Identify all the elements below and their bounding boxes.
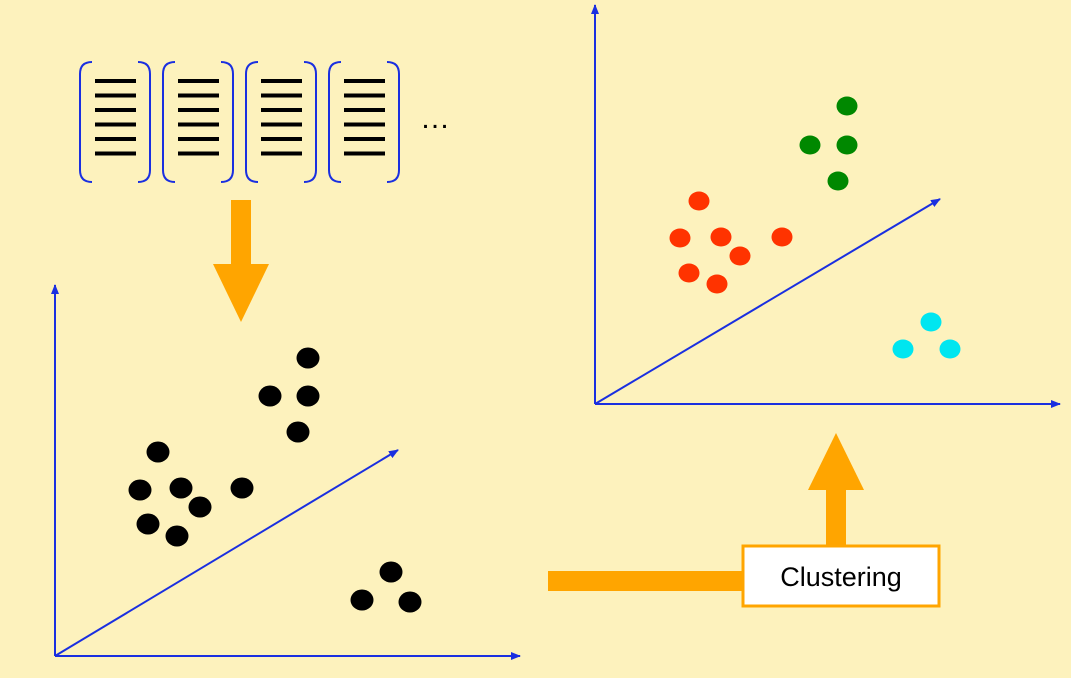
up-arrow-icon [808,433,864,546]
green-cluster-point [799,135,821,155]
document-stack [79,61,400,183]
document-icon [328,61,400,183]
cyan-cluster-point [892,339,914,359]
ellipsis-icon: … [420,102,450,135]
cyan-cluster-point [939,339,961,359]
unclustered-point [398,591,422,613]
unclustered-points [128,347,422,613]
red-cluster-point [706,274,728,294]
green-cluster-point [836,135,858,155]
unclustered-point [350,589,374,611]
unclustered-point [258,385,282,407]
unclustered-point [286,421,310,443]
green-cluster-point [836,96,858,116]
clustered-points [669,96,961,359]
clustering-label: Clustering [780,562,902,592]
process-bar [548,571,748,591]
cyan-cluster-point [920,312,942,332]
unclustered-point [296,385,320,407]
unclustered-point [379,561,403,583]
unclustered-point [128,479,152,501]
document-icon [79,61,151,183]
clustered-plot [591,4,1061,408]
unclustered-point [136,513,160,535]
unclustered-point [296,347,320,369]
unclustered-point [169,477,193,499]
down-arrow-icon [213,200,269,322]
unclustered-point [230,477,254,499]
red-cluster-point [669,228,691,248]
red-cluster-point [710,227,732,247]
right-z-axis [594,198,941,405]
left-z-axis [54,449,399,657]
clustering-label-box: Clustering [741,544,941,608]
red-cluster-point [729,246,751,266]
unclustered-point [188,496,212,518]
unclustered-point [146,441,170,463]
green-cluster-point [827,171,849,191]
document-icon [245,61,317,183]
unclustered-point [165,525,189,547]
unclustered-plot [51,284,521,660]
red-cluster-point [771,227,793,247]
red-cluster-point [688,191,710,211]
document-icon [162,61,234,183]
red-cluster-point [678,263,700,283]
